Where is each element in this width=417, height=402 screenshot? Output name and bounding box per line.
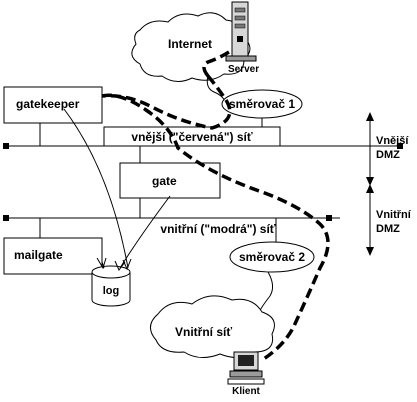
client-label: Klient [232, 386, 260, 397]
gatekeeper-box [3, 86, 103, 124]
server-icon [225, 1, 257, 62]
zone-inner-line2: DMZ [376, 223, 400, 235]
gate-label: gate [152, 174, 177, 188]
zone-outer-line1: Vnější [376, 135, 409, 147]
inner-bus-end-right [326, 215, 332, 221]
router-2-label: směrovač 2 [239, 250, 305, 264]
zone-outer-arrow [366, 112, 374, 186]
outer-network-box [103, 126, 281, 147]
arrowhead-3 [96, 257, 107, 270]
gatekeeper-label: gatekeeper [16, 97, 80, 111]
internet-label: Internet [168, 37, 212, 51]
router-1-label: směrovač 1 [229, 97, 295, 111]
inner-network-label: vnitřní ("modrá") síť [160, 222, 275, 236]
log-storage-icon [91, 265, 131, 307]
log-arrows [63, 108, 171, 271]
server-label: Server [228, 64, 259, 75]
zone-outer-line2: DMZ [376, 149, 400, 161]
zone-inner-line1: Vnitřní [376, 209, 412, 221]
arrowhead-2 [114, 260, 126, 271]
zone-inner-arrow [366, 184, 374, 256]
inner-cloud-label: Vnitřní síť [175, 325, 232, 339]
router-2 [229, 241, 315, 273]
router-inner-cloud-link [257, 271, 274, 315]
outer-bus-end-right [397, 143, 403, 149]
outer-bus-end-left [3, 143, 9, 149]
mailgate-box [3, 237, 103, 275]
log-label: log [103, 285, 120, 297]
gate-box [119, 162, 221, 199]
gatekeeper-log-arrow [63, 108, 129, 269]
inner-bus-end-left [3, 215, 9, 221]
mailgate-label: mailgate [14, 248, 63, 262]
client-computer-icon [227, 351, 265, 385]
internet-cloud: Internet [131, 12, 251, 82]
traffic-path [101, 48, 330, 362]
outer-network-label: vnější ("červená") síť [131, 130, 252, 144]
inner-cloud: Vnitřní síť [150, 295, 275, 358]
